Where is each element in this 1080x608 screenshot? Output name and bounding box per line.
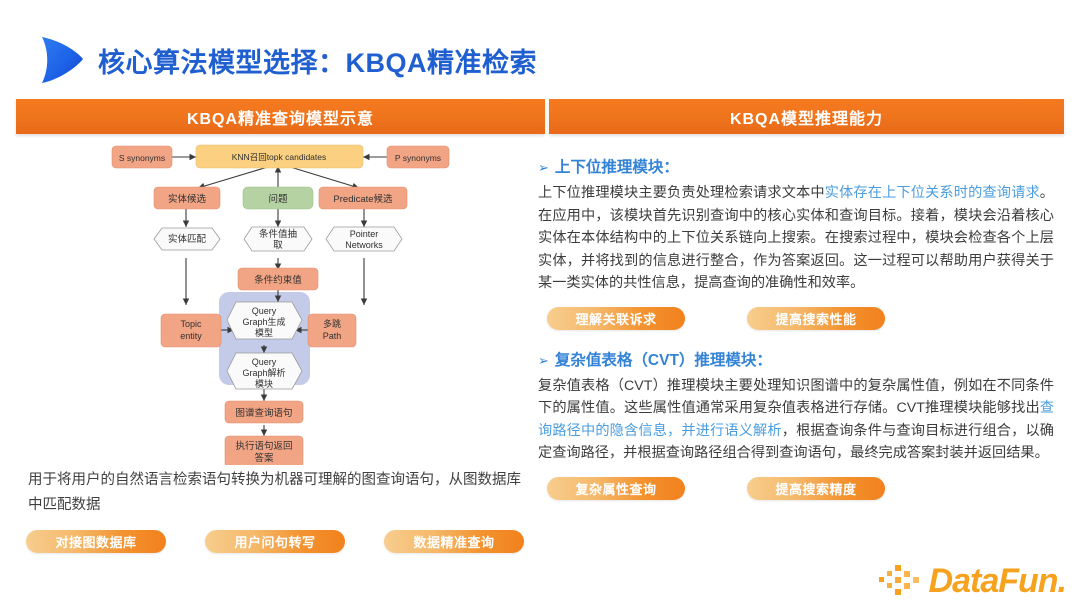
bullet-arrow-icon-2: ➢ <box>538 352 549 368</box>
svg-text:Query: Query <box>252 357 277 367</box>
svg-text:实体匹配: 实体匹配 <box>168 233 207 245</box>
left-section-banner: KBQA精准查询模型示意 <box>16 99 545 134</box>
p2-part-2: ，根据查询条件与查询目标进行组合，以确定查询路径，并根据查询路径组合得到查询语句… <box>538 422 1054 462</box>
datafun-dots-icon <box>878 565 919 595</box>
svg-text:Topic: Topic <box>180 319 202 329</box>
pill-query-rewrite[interactable]: 用户问句转写 <box>205 530 345 553</box>
section-1-pill-row: 理解关联诉求 提高搜索性能 <box>547 306 1068 330</box>
svg-text:问题: 问题 <box>268 193 288 205</box>
node-topic-entity: Topic entity <box>160 313 222 348</box>
svg-text:entity: entity <box>180 331 202 341</box>
svg-text:答案: 答案 <box>254 452 274 464</box>
node-graph-query-statement: 图谱查询语句 <box>224 400 304 424</box>
svg-text:执行语句返回: 执行语句返回 <box>235 440 292 452</box>
page-header: 核心算法模型选择：KBQA精准检索 <box>38 30 537 90</box>
node-execute-return-answer: 执行语句返回 答案 <box>224 435 304 465</box>
datafun-wordmark: DataFun. <box>928 562 1067 600</box>
svg-text:Graph生成: Graph生成 <box>242 316 285 327</box>
node-entity-match: 实体匹配 <box>153 227 221 251</box>
node-s-synonyms: S synonyms <box>111 145 173 169</box>
section-1-heading: ➢ 上下位推理模块： <box>538 155 1068 177</box>
node-query-graph-parsing: Query Graph解析 模块 <box>226 352 303 390</box>
p1-part-2: 。在应用中，该模块首先识别查询中的核心实体和查询目标。接着，模块会沿着核心实体在… <box>538 185 1054 291</box>
pill-understand-relation[interactable]: 理解关联诉求 <box>547 306 685 330</box>
left-column: S synonyms KNN召回topk candidates P synony… <box>16 140 545 560</box>
svg-text:条件约束值: 条件约束值 <box>254 274 302 286</box>
svg-text:多跳: 多跳 <box>323 318 341 329</box>
svg-text:Predicate候选: Predicate候选 <box>333 193 393 205</box>
node-knn-recall: KNN召回topk candidates <box>195 144 364 169</box>
section-2-paragraph: 复杂值表格（CVT）推理模块主要处理知识图谱中的复杂属性值，例如在不同条件下的属… <box>538 375 1054 465</box>
datafun-logo: DataFun. <box>877 562 1067 600</box>
p2-part-0: 复杂值表格（CVT）推理模块主要处理知识图谱中的复杂属性值，例如在不同条件下的属… <box>538 377 1054 417</box>
svg-text:Graph解析: Graph解析 <box>242 367 285 378</box>
page-title: 核心算法模型选择：KBQA精准检索 <box>98 47 537 78</box>
p1-part-1-highlight: 实体存在上下位关系时的查询请求 <box>824 185 1040 201</box>
pill-improve-search-perf[interactable]: 提高搜索性能 <box>747 306 885 330</box>
section-2-pill-row: 复杂属性查询 提高搜索精度 <box>547 476 1068 500</box>
left-caption: 用于将用户的自然语言检索语句转换为机器可理解的图查询语句，从图数据库中匹配数据 <box>28 472 521 513</box>
right-section-banner: KBQA模型推理能力 <box>549 99 1064 134</box>
node-p-synonyms: P synonyms <box>386 145 450 169</box>
pill-complex-attr-query[interactable]: 复杂属性查询 <box>547 476 685 500</box>
left-banner-label: KBQA精准查询模型示意 <box>186 110 375 128</box>
node-query-graph-generation: Query Graph生成 模型 <box>226 301 303 340</box>
node-condition-value-extract: 条件值抽 取 <box>243 226 313 252</box>
svg-text:模块: 模块 <box>255 378 273 389</box>
section-cvt-module: ➢ 复杂值表格（CVT）推理模块： 复杂值表格（CVT）推理模块主要处理知识图谱… <box>538 348 1068 500</box>
p2-part-1-highlight: 查询路径中的隐含信息，并进行语义解析 <box>538 400 1054 439</box>
right-banner-label: KBQA模型推理能力 <box>729 110 884 128</box>
node-question: 问题 <box>242 186 314 210</box>
pill-precise-query[interactable]: 数据精准查询 <box>384 530 524 553</box>
section-1-heading-label: 上下位推理模块： <box>554 159 679 176</box>
section-hypernym-module: ➢ 上下位推理模块： 上下位推理模块主要负责处理检索请求文本中实体存在上下位关系… <box>538 155 1068 330</box>
svg-text:Networks: Networks <box>345 240 383 250</box>
node-pointer-networks: Pointer Networks <box>325 226 403 252</box>
section-gap <box>538 330 1068 348</box>
section-2-heading-label: 复杂值表格（CVT）推理模块： <box>554 351 772 369</box>
svg-text:Query: Query <box>252 306 277 316</box>
svg-text:KNN召回topk candidates: KNN召回topk candidates <box>232 152 327 162</box>
svg-text:Pointer: Pointer <box>350 229 379 239</box>
svg-text:取: 取 <box>273 240 283 251</box>
svg-text:S synonyms: S synonyms <box>119 153 165 163</box>
node-multi-hop-path: 多跳 Path <box>307 313 357 348</box>
node-entity-candidate: 实体候选 <box>153 186 221 210</box>
svg-text:实体候选: 实体候选 <box>168 193 207 205</box>
pill-graph-db[interactable]: 对接图数据库 <box>26 530 166 553</box>
svg-text:图谱查询语句: 图谱查询语句 <box>235 407 292 419</box>
kbqa-flow-diagram: S synonyms KNN召回topk candidates P synony… <box>111 144 450 465</box>
svg-text:条件值抽: 条件值抽 <box>259 228 297 240</box>
node-predicate-candidate: Predicate候选 <box>318 186 408 210</box>
left-pill-row: 对接图数据库 用户问句转写 数据精准查询 <box>26 530 524 553</box>
section-1-paragraph: 上下位推理模块主要负责处理检索请求文本中实体存在上下位关系时的查询请求。在应用中… <box>538 182 1054 295</box>
p1-part-0: 上下位推理模块主要负责处理检索请求文本中 <box>538 185 825 201</box>
node-condition-constraint: 条件约束值 <box>237 267 319 291</box>
svg-text:P synonyms: P synonyms <box>395 153 441 163</box>
right-column: ➢ 上下位推理模块： 上下位推理模块主要负责处理检索请求文本中实体存在上下位关系… <box>538 155 1068 500</box>
svg-text:Path: Path <box>323 331 342 341</box>
svg-text:模型: 模型 <box>255 328 273 338</box>
blue-play-arrow-icon <box>42 37 83 83</box>
pill-improve-search-accuracy[interactable]: 提高搜索精度 <box>747 476 885 500</box>
section-2-heading: ➢ 复杂值表格（CVT）推理模块： <box>538 348 1068 370</box>
bullet-arrow-icon: ➢ <box>538 160 549 175</box>
